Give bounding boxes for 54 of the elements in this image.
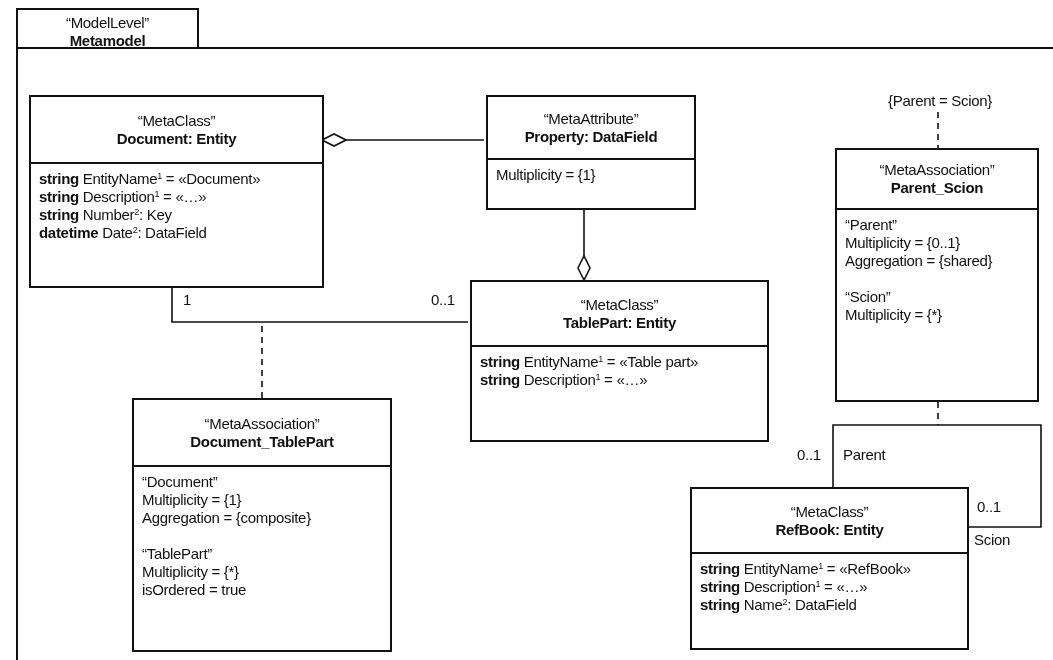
stereotype-label: “ModelLevel” (65, 14, 150, 32)
class-box (470, 280, 769, 442)
attribute-text: Multiplicity = {*} (845, 306, 942, 324)
attribute-text: “TablePart” (142, 545, 213, 563)
attribute-text: string EntityName$^{1}$ = «RefBook» (700, 560, 911, 578)
stereotype-label: “MetaClass” (137, 111, 216, 130)
class-box (29, 95, 324, 288)
multiplicity-label: Parent (843, 446, 886, 464)
class-name: Parent_Scion (890, 179, 984, 197)
attribute-text: Multiplicity = {1} (496, 166, 596, 184)
package-name: Metamodel (69, 32, 146, 50)
multiplicity-label: Scion (974, 531, 1011, 549)
association-line (171, 287, 469, 323)
association-line (832, 424, 1042, 528)
class-name: RefBook: Entity (775, 520, 884, 539)
attribute-text: isOrdered = true (142, 581, 246, 599)
attribute-text: Aggregation = {shared} (845, 252, 993, 270)
stereotype-label: “MetaAttribute” (543, 109, 639, 128)
attribute-text: datetime Date$^{2}$: DataField (39, 224, 207, 242)
attribute-text: string EntityName$^{1}$ = «Document» (39, 170, 261, 188)
attribute-text: Multiplicity = {1} (142, 491, 242, 509)
stereotype-label: “MetaAssociation” (204, 414, 320, 433)
class-name: TablePart: Entity (563, 313, 676, 332)
multiplicity-label: 0..1 (431, 291, 455, 309)
class-name: Document: Entity (116, 129, 237, 148)
class-name: Document_TablePart (190, 432, 334, 451)
attribute-text: “Parent” (845, 216, 897, 234)
attribute-text: “Document” (142, 473, 218, 491)
stereotype-label: “MetaClass” (790, 502, 869, 521)
attribute-text: string Description$^{1}$ = «…» (480, 371, 648, 389)
attribute-text: Aggregation = {composite} (142, 509, 311, 527)
attribute-text: string Description$^{1}$ = «…» (39, 188, 207, 206)
class-box (690, 487, 969, 650)
attribute-text: Multiplicity = {0..1} (845, 234, 960, 252)
attribute-text: string Number$^{2}$: Key (39, 206, 172, 224)
multiplicity-label: 1 (183, 291, 192, 309)
stereotype-label: “MetaClass” (580, 295, 659, 314)
attribute-text: string EntityName$^{1}$ = «Table part» (480, 353, 699, 371)
dashed-line (937, 111, 939, 149)
dashed-line (937, 401, 939, 426)
attribute-text: Multiplicity = {*} (142, 563, 239, 581)
aggregation-line (577, 209, 591, 281)
class-box (132, 398, 392, 652)
package-frame (16, 8, 1053, 660)
attribute-text: string Description$^{1}$ = «…» (700, 578, 868, 596)
multiplicity-label: 0..1 (977, 498, 1001, 516)
class-box (835, 148, 1039, 402)
class-box (486, 95, 696, 210)
attribute-text: string Name$^{2}$: DataField (700, 596, 857, 614)
class-name: Property: DataField (524, 127, 658, 146)
stereotype-label: “MetaAssociation” (879, 161, 995, 179)
attribute-text: “Scion” (845, 288, 891, 306)
multiplicity-label: 0..1 (797, 446, 821, 464)
constraint-text: {Parent = Scion} (880, 92, 1000, 112)
